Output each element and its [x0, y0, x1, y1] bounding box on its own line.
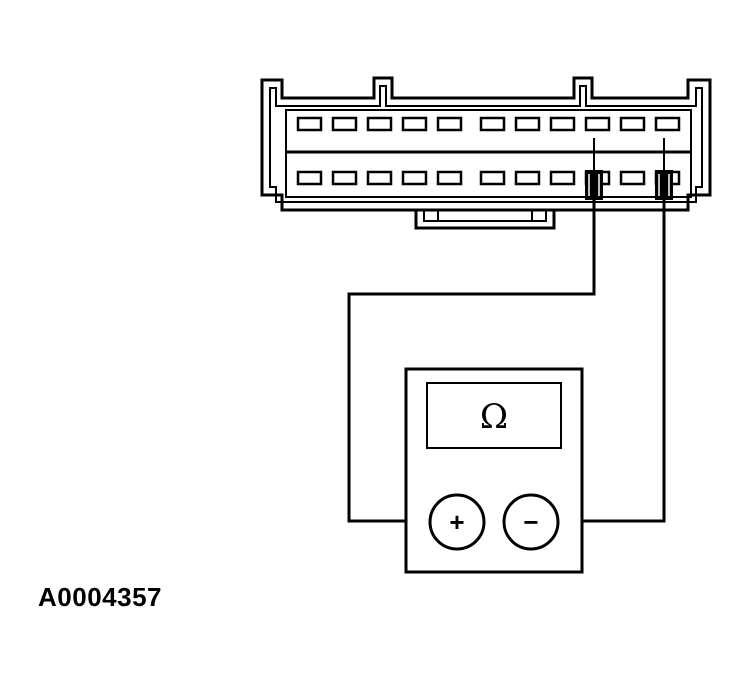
pin-cavity [479, 170, 506, 186]
connector-key-inner [423, 210, 547, 222]
pin-cavity [296, 170, 323, 186]
connector-key [414, 210, 556, 230]
pin-row-bottom [296, 170, 681, 186]
positive-terminal-label: + [449, 507, 464, 537]
pin-cavity [366, 116, 393, 132]
positive-lead-wire [347, 200, 596, 523]
pin-cavity [584, 116, 611, 132]
pin-cavity [436, 116, 463, 132]
probes [585, 170, 673, 200]
positive-terminal [428, 493, 486, 551]
pin-row-top [296, 116, 681, 132]
probe-leads [347, 138, 666, 523]
positive-probe [585, 170, 603, 200]
pin-cavity [331, 116, 358, 132]
pin-cavity [296, 116, 323, 132]
pin-cavity [514, 116, 541, 132]
ohm-symbol: Ω [480, 397, 508, 437]
pin-cavity [331, 170, 358, 186]
connector-housing-outer [260, 76, 712, 212]
pin-cavity [514, 170, 541, 186]
connector [260, 76, 712, 230]
pin-cavity [436, 170, 463, 186]
pin-cavity [479, 116, 506, 132]
pin-cavity [401, 170, 428, 186]
negative-terminal-label: − [523, 507, 538, 537]
negative-probe [655, 170, 673, 200]
ohmmeter: Ω + − [404, 367, 584, 574]
pin-cavity [619, 170, 646, 186]
connector-housing-inner [269, 85, 703, 203]
pin-cavity [366, 170, 393, 186]
ohmmeter-display [426, 382, 562, 449]
pin-cavity [654, 116, 681, 132]
figure-id: A0004357 [38, 582, 162, 612]
pin-cavity [549, 170, 576, 186]
negative-lead-wire [558, 200, 666, 523]
pin-cavity [401, 116, 428, 132]
pin-cavity [619, 116, 646, 132]
pin-cavity [549, 116, 576, 132]
negative-terminal [502, 493, 560, 551]
